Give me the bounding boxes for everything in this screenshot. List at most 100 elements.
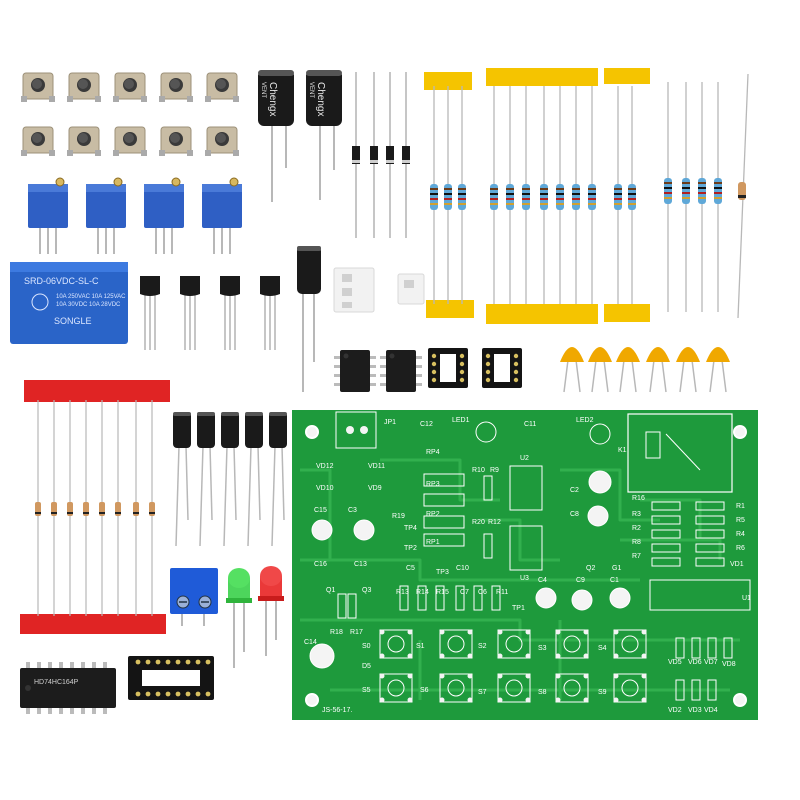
pcb-label-r12: R12 bbox=[488, 519, 501, 526]
electrolytic-cap-small bbox=[221, 412, 239, 547]
yellow-tape bbox=[604, 304, 650, 322]
transistor-to92 bbox=[180, 276, 200, 350]
pcb-label-tp3: TP3 bbox=[436, 569, 449, 576]
resistor bbox=[540, 86, 548, 304]
red-tape bbox=[20, 614, 166, 634]
ic-part-number: HD74HC164P bbox=[34, 679, 79, 686]
led-green bbox=[226, 568, 252, 668]
pcb-label-g1: G1 bbox=[612, 565, 621, 572]
relay-ul-logo bbox=[31, 293, 49, 311]
cap-brand-text-2: Chengx bbox=[315, 82, 326, 116]
pcb-label-vd1: VD1 bbox=[730, 561, 744, 568]
trimpot-group bbox=[28, 177, 242, 254]
cap-brand-text-1: Chengx bbox=[267, 82, 278, 116]
pcb-label-c5: C5 bbox=[406, 565, 415, 572]
pcb-label-r3: R3 bbox=[632, 511, 641, 518]
pcb-label-c2: C2 bbox=[570, 487, 579, 494]
ceramic-capacitor bbox=[646, 347, 670, 393]
diode bbox=[83, 400, 89, 616]
pcb-label-c9: C9 bbox=[576, 577, 585, 584]
tactile-switch bbox=[159, 72, 193, 102]
pcb-label-r4: R4 bbox=[736, 531, 745, 538]
pcb-label-vd6: VD6 bbox=[688, 659, 702, 666]
pcb-label-vd11: VD11 bbox=[368, 463, 385, 470]
electrolytic-cap-small bbox=[173, 412, 191, 547]
diode bbox=[67, 400, 73, 616]
resistor bbox=[556, 86, 564, 304]
tactile-switch bbox=[67, 126, 101, 156]
relay-rating-2: 10A 30VDC 10A 28VDC bbox=[56, 302, 121, 308]
pcb-label-r13: R13 bbox=[396, 589, 409, 596]
pcb-label-c7: C7 bbox=[460, 589, 469, 596]
diode bbox=[35, 400, 41, 616]
ic-socket-dip8 bbox=[482, 348, 522, 388]
pcb-label-vd3: VD3 bbox=[688, 707, 702, 714]
pcb-label-s8: S8 bbox=[538, 689, 547, 696]
mounting-hole bbox=[305, 693, 319, 707]
electrolytic-cap-medium bbox=[297, 246, 321, 392]
diode bbox=[352, 72, 360, 238]
pcb-label-s3: S3 bbox=[538, 645, 547, 652]
tactile-switch bbox=[113, 72, 147, 102]
pcb-label-vd10: VD10 bbox=[316, 485, 334, 492]
zener-diode bbox=[737, 73, 749, 319]
transistor-group bbox=[140, 276, 280, 350]
resistor bbox=[506, 86, 514, 304]
resistor bbox=[572, 86, 580, 304]
pcb-label-vd12: VD12 bbox=[316, 463, 334, 470]
pcb-label-s0: S0 bbox=[362, 643, 371, 650]
pcb-label-c15: C15 bbox=[314, 507, 327, 514]
pcb-label-r19: R19 bbox=[392, 513, 405, 520]
diode bbox=[386, 72, 394, 238]
ceramic-capacitor bbox=[676, 347, 700, 393]
pcb-label-r6: R6 bbox=[736, 545, 745, 552]
pcb-label-s1: S1 bbox=[416, 643, 425, 650]
resistor-group-yellow-tape bbox=[424, 68, 650, 324]
ic-dip16: HD74HC164P bbox=[20, 662, 116, 714]
pcb-label-c1: C1 bbox=[610, 577, 619, 584]
yellow-tape bbox=[486, 304, 598, 324]
electrolytic-cap-small-group bbox=[173, 412, 287, 547]
pcb-label-s6: S6 bbox=[420, 687, 429, 694]
pcb-label-c11: C11 bbox=[524, 421, 536, 428]
pcb-resistor-footprints bbox=[651, 501, 725, 567]
relay-rating-1: 10A 250VAC 10A 125VAC bbox=[56, 294, 126, 300]
tactile-switch bbox=[159, 126, 193, 156]
pcb-label-s4: S4 bbox=[598, 645, 607, 652]
tactile-switch bbox=[67, 72, 101, 102]
resistor bbox=[444, 86, 452, 304]
trimpot bbox=[202, 177, 242, 254]
pcb-label-r17: R17 bbox=[350, 629, 363, 636]
pcb-label-vd4: VD4 bbox=[704, 707, 718, 714]
relay-brand-text: SONGLE bbox=[54, 316, 92, 326]
electrolytic-cap-large-1: Chengx VENT bbox=[258, 70, 294, 202]
relay-body bbox=[10, 262, 128, 344]
yellow-tape bbox=[424, 72, 472, 90]
transistor-to92 bbox=[140, 276, 160, 350]
pcb-label-r5: R5 bbox=[736, 517, 745, 524]
relay-footprint bbox=[627, 413, 733, 493]
ceramic-capacitor bbox=[560, 347, 584, 393]
pcb-label-q1: Q1 bbox=[326, 587, 335, 594]
diode bbox=[133, 400, 139, 616]
transistor-to92 bbox=[260, 276, 280, 350]
pcb-label-r9: R9 bbox=[490, 467, 499, 474]
pcb-label-vd9: VD9 bbox=[368, 485, 382, 492]
pcb-label-s9: S9 bbox=[598, 689, 607, 696]
red-tape bbox=[24, 380, 170, 402]
screw-terminal-block bbox=[170, 568, 218, 626]
mounting-hole bbox=[733, 425, 747, 439]
pcb-label-r10: R10 bbox=[472, 467, 485, 474]
yellow-tape bbox=[604, 68, 650, 84]
pcb-label-r15: R15 bbox=[436, 589, 449, 596]
pcb-label-led1: LED1 bbox=[452, 417, 470, 424]
relay-top-edge bbox=[10, 262, 128, 272]
ceramic-cap-group bbox=[560, 347, 730, 393]
pcb-label-vd8: VD8 bbox=[722, 661, 736, 668]
resistor bbox=[522, 86, 530, 304]
resistor bbox=[664, 82, 672, 312]
electrolytic-cap-small bbox=[245, 412, 263, 547]
pcb-label-u1: U1 bbox=[742, 595, 751, 602]
